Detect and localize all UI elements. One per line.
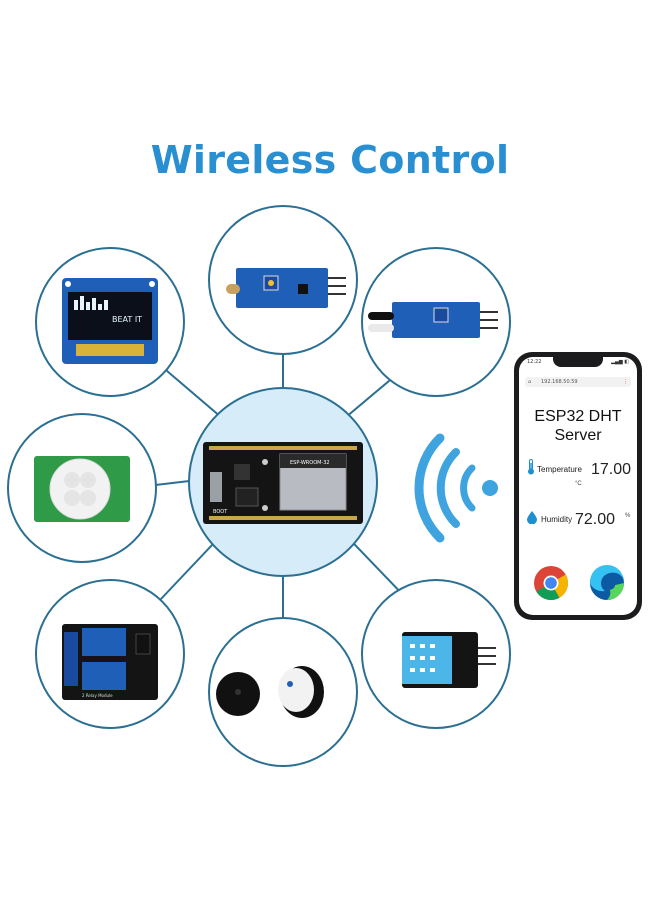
home-icon[interactable]: ⌂ <box>528 379 532 385</box>
relay-module: 2 Relay Module <box>62 624 158 700</box>
ir-obstacle-sensor <box>368 302 498 338</box>
water-drop-icon <box>527 511 537 524</box>
page-title: Wireless Control <box>150 138 510 182</box>
oled-module: BEAT IT <box>62 278 158 364</box>
status-icons: ▂▄▆ ◧ <box>611 359 629 365</box>
url-text[interactable]: 192.168.50.59 <box>541 379 578 385</box>
pir-sensor <box>34 456 130 522</box>
edge-icon[interactable] <box>589 565 625 601</box>
humidity-label: Humidity <box>541 515 573 524</box>
buzzers <box>216 666 324 718</box>
thermometer-icon <box>528 459 534 475</box>
smartphone: 12:22 ▂▄▆ ◧ ⌂ 192.168.50.59 ⋮ ESP32 DHT … <box>514 352 642 620</box>
relay-caption: 2 Relay Module <box>82 693 113 698</box>
temperature-label: Temperature <box>537 465 582 474</box>
chip-label: ESP-WROOM-32 <box>290 460 330 466</box>
oled-screen-text: BEAT IT <box>112 315 142 324</box>
status-time: 12:22 <box>527 359 542 365</box>
dht11-sensor <box>402 632 496 688</box>
url-bar[interactable]: ⌂ 192.168.50.59 ⋮ <box>525 377 631 387</box>
phone-notch <box>553 357 603 367</box>
humidity-value: 72.00 <box>575 511 616 528</box>
humidity-unit: % <box>625 513 631 519</box>
menu-icon[interactable]: ⋮ <box>623 379 628 385</box>
phone-screen: 12:22 ▂▄▆ ◧ ⌂ 192.168.50.59 ⋮ ESP32 DHT … <box>519 357 637 615</box>
temperature-value: 17.00 <box>591 461 632 478</box>
temperature-unit: °C <box>575 481 582 487</box>
esp32-board: BOOT ESP-WROOM-32 <box>203 442 363 524</box>
server-title: ESP32 DHT Server <box>534 408 622 444</box>
boot-label: BOOT <box>213 509 228 515</box>
wifi-icon <box>414 433 498 543</box>
chrome-icon[interactable] <box>533 565 569 601</box>
photoresistor-module <box>226 268 346 308</box>
